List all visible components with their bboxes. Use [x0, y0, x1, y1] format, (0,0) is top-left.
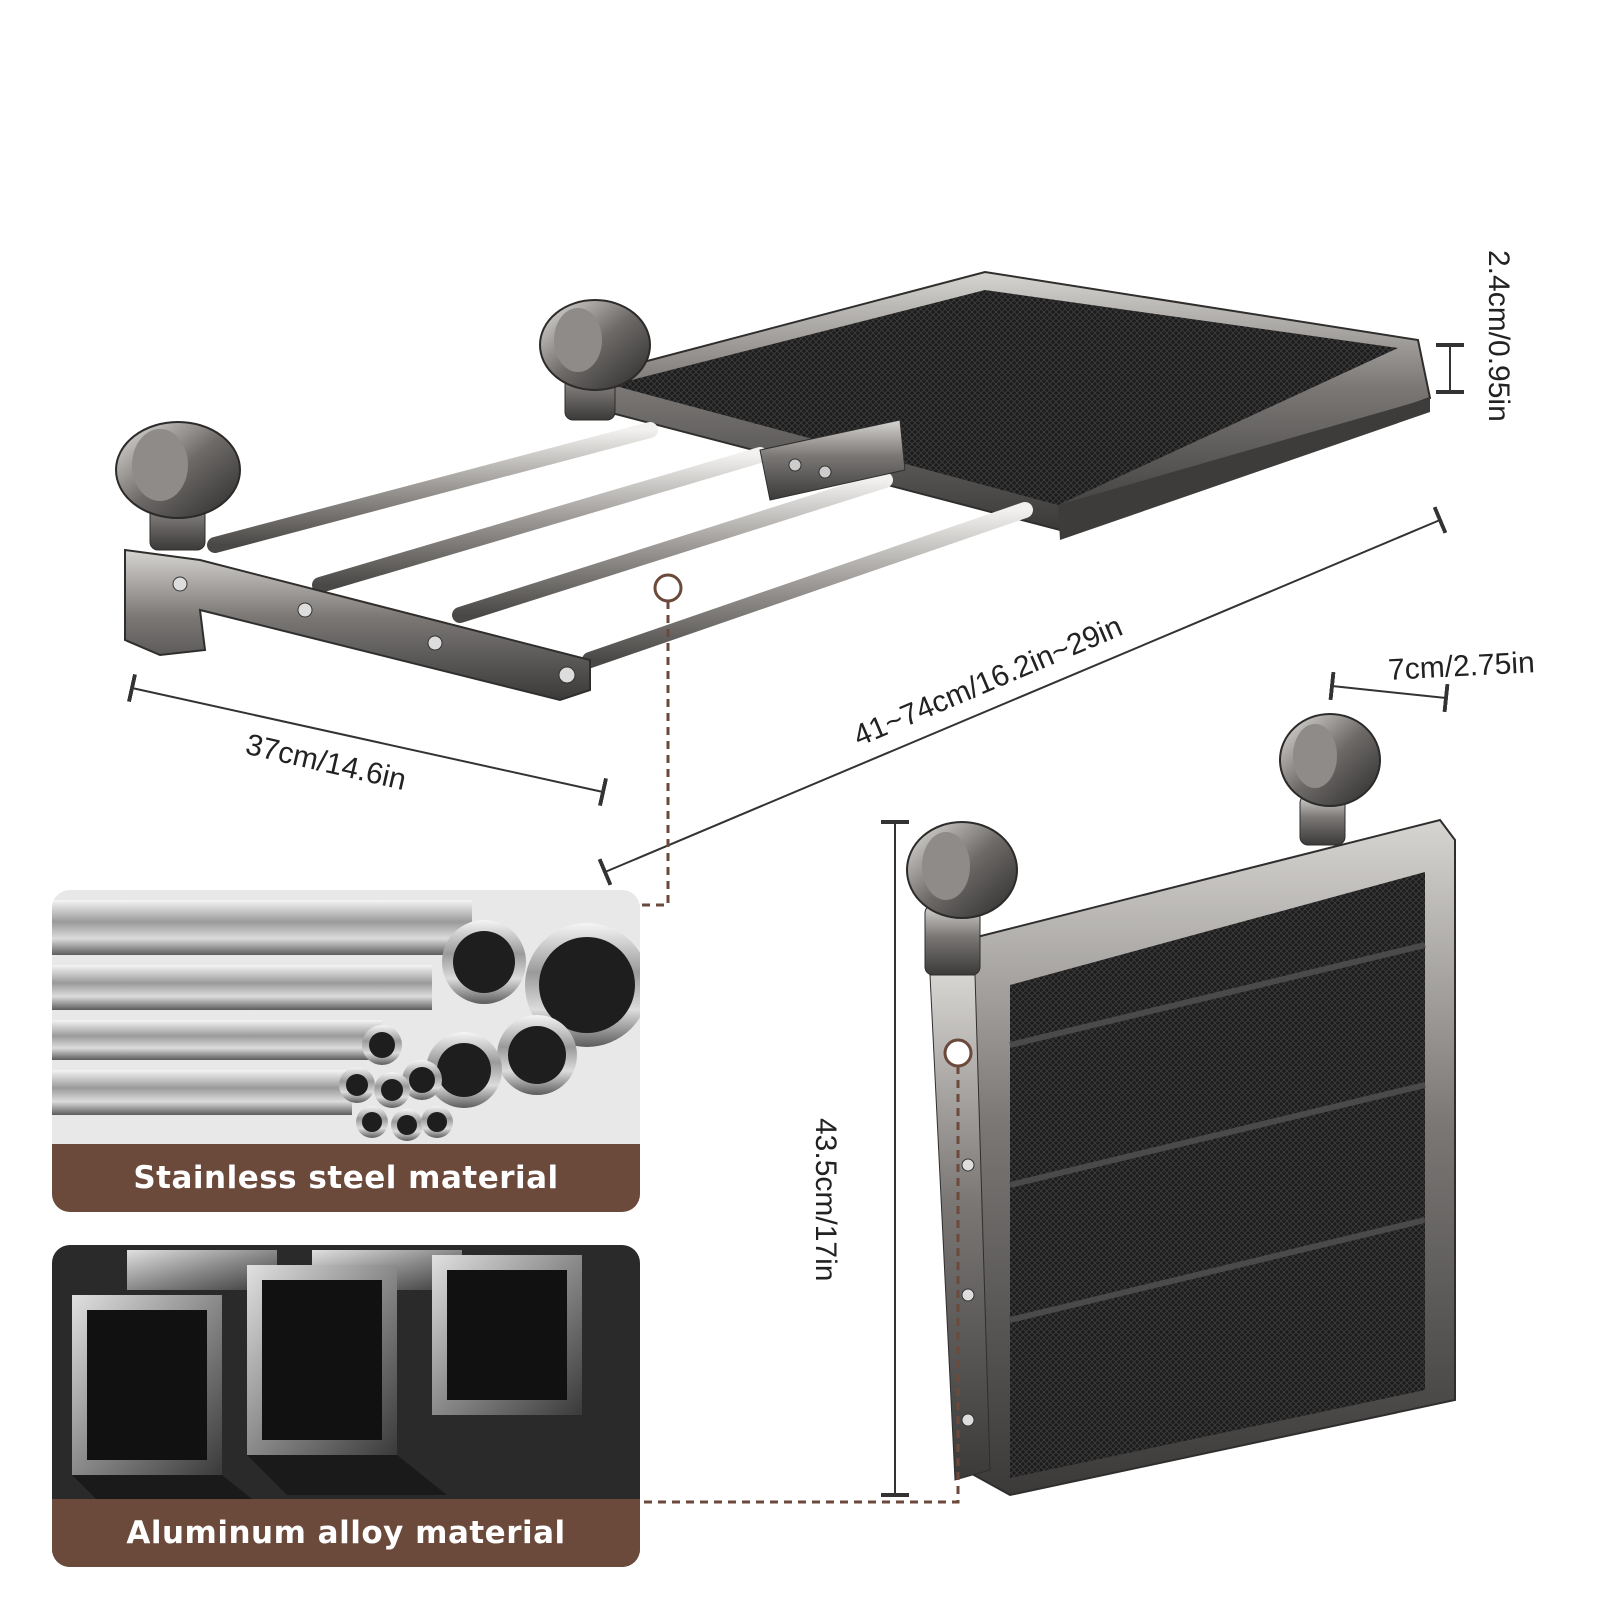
aluminum-callout-line	[640, 1066, 960, 1504]
folded-mesh	[1010, 872, 1425, 1478]
depth-dimension-line	[1328, 671, 1450, 713]
steel-callout-marker	[653, 573, 683, 603]
stainless-steel-caption: Stainless steel material	[52, 1144, 640, 1212]
stainless-steel-card: Stainless steel material	[52, 890, 640, 1212]
extended-rack	[115, 270, 1432, 702]
tray-height-dimension-label: 2.4cm/0.95in	[1482, 250, 1515, 422]
dimension-lines	[127, 343, 1464, 1497]
folded-rack	[906, 713, 1456, 1497]
folded-height-dimension-label: 43.5cm/17in	[809, 1118, 842, 1282]
extend-dimension-line	[597, 506, 1448, 886]
steel-callout-line	[640, 601, 670, 907]
aluminum-callout-marker	[943, 1038, 973, 1068]
tray-mesh	[612, 290, 1398, 505]
folded-knob-right	[1279, 713, 1381, 846]
material-callouts	[640, 573, 973, 1504]
width-dimension-line	[127, 673, 608, 807]
suction-knob-left	[115, 421, 241, 551]
side-bar	[124, 548, 591, 702]
aluminum-alloy-card: Aluminum alloy material	[52, 1245, 640, 1567]
suction-knob-right	[539, 299, 651, 421]
aluminum-alloy-caption: Aluminum alloy material	[52, 1499, 640, 1567]
